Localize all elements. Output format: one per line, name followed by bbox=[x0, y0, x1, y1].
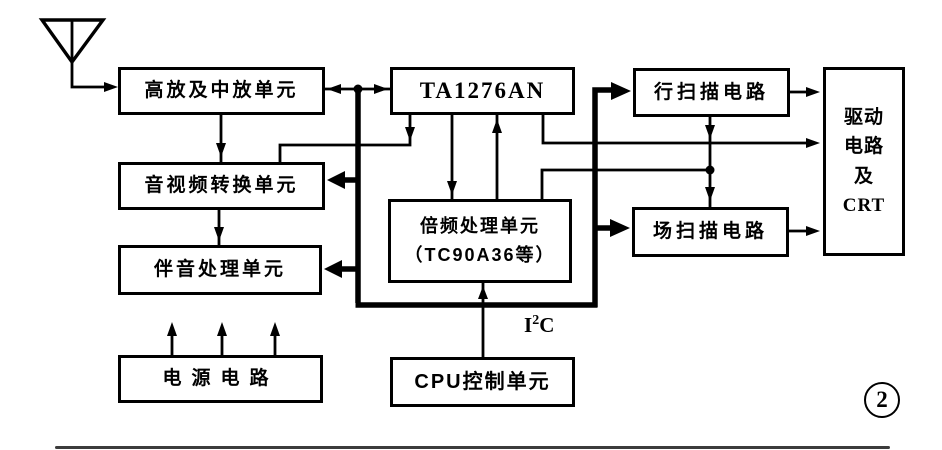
block-av-convert: 音视频转换单元 bbox=[118, 162, 325, 210]
block-label: 行扫描电路 bbox=[653, 81, 769, 103]
figure-number: 2 bbox=[876, 387, 888, 412]
block-label-line: 电路 bbox=[843, 136, 884, 158]
arrow-into-freqdouble bbox=[447, 181, 457, 195]
arrow-linescan-into-crt bbox=[806, 87, 820, 97]
block-line-scan: 行扫描电路 bbox=[633, 68, 790, 117]
line-ta-to-avconvert bbox=[278, 115, 412, 162]
arrow-antenna-to-rfamp bbox=[104, 82, 118, 92]
i2c-bus-label: I2C bbox=[524, 313, 554, 338]
block-label: 高放及中放单元 bbox=[144, 80, 299, 102]
i2c-label-c: C bbox=[539, 313, 555, 337]
arrow-into-rfamp bbox=[327, 84, 341, 94]
block-label-line: CRT bbox=[842, 194, 886, 216]
line-freqdouble-to-fieldscan bbox=[540, 168, 710, 199]
block-sound-proc: 伴音处理单元 bbox=[118, 245, 322, 295]
block-ta1276an: TA1276AN bbox=[390, 67, 575, 115]
block-cpu-control: CPU控制单元 bbox=[390, 357, 575, 407]
power-out-arrow-2 bbox=[217, 322, 227, 336]
block-label: 场扫描电路 bbox=[652, 221, 768, 243]
arrow-ta-into-crt bbox=[806, 138, 820, 148]
figure-number-badge: 2 bbox=[864, 382, 900, 418]
arrow-into-fieldscan-top bbox=[705, 187, 715, 201]
i2c-label-sup2: 2 bbox=[532, 313, 540, 328]
block-label-line: 倍频处理单元 bbox=[420, 216, 540, 237]
arrow-ta-down-left bbox=[405, 127, 415, 141]
block-label-line: 及 bbox=[853, 165, 874, 187]
block-label: 伴音处理单元 bbox=[153, 259, 286, 281]
arrow-fieldscan-into-crt bbox=[806, 226, 820, 236]
block-field-scan: 场扫描电路 bbox=[632, 207, 789, 257]
block-label-line: （TC90A36等） bbox=[404, 245, 556, 265]
arrow-linescan-down bbox=[705, 125, 715, 139]
i2c-label-i: I bbox=[524, 313, 533, 337]
power-out-arrow-3 bbox=[270, 322, 280, 336]
power-out-arrow-1 bbox=[167, 322, 177, 336]
block-label: 电源电路 bbox=[162, 368, 279, 390]
block-label-line: 驱动 bbox=[843, 106, 884, 128]
arrow-into-ta-bottom bbox=[492, 119, 502, 133]
arrow-into-ta-left bbox=[374, 84, 388, 94]
arrow-avconvert-down bbox=[214, 227, 224, 241]
block-label: CPU控制单元 bbox=[414, 370, 551, 393]
junction-dot-bus-top bbox=[353, 84, 363, 94]
line-ta-to-crt bbox=[541, 115, 806, 145]
bus-right-trunk bbox=[592, 87, 612, 307]
arrow-bus-into-avconvert bbox=[327, 171, 345, 189]
block-drive-crt: 驱动 电路 及 CRT bbox=[823, 67, 905, 256]
junction-dot-fieldscan-feed bbox=[705, 165, 715, 175]
arrow-bus-into-freqdouble bbox=[478, 286, 488, 299]
arrow-rfamp-down bbox=[216, 143, 226, 157]
block-label: TA1276AN bbox=[419, 77, 546, 103]
block-freq-double: 倍频处理单元 （TC90A36等） bbox=[388, 199, 572, 283]
scan-artifact-line bbox=[55, 446, 890, 449]
block-rf-if-amp: 高放及中放单元 bbox=[118, 67, 325, 115]
antenna-feed-line bbox=[70, 20, 112, 89]
arrow-bus-into-sound bbox=[324, 260, 342, 278]
block-power-supply: 电源电路 bbox=[118, 355, 323, 403]
block-label: 音视频转换单元 bbox=[144, 175, 299, 197]
arrow-bus-into-fieldscan bbox=[610, 219, 630, 237]
arrow-bus-into-linescan bbox=[611, 82, 631, 100]
